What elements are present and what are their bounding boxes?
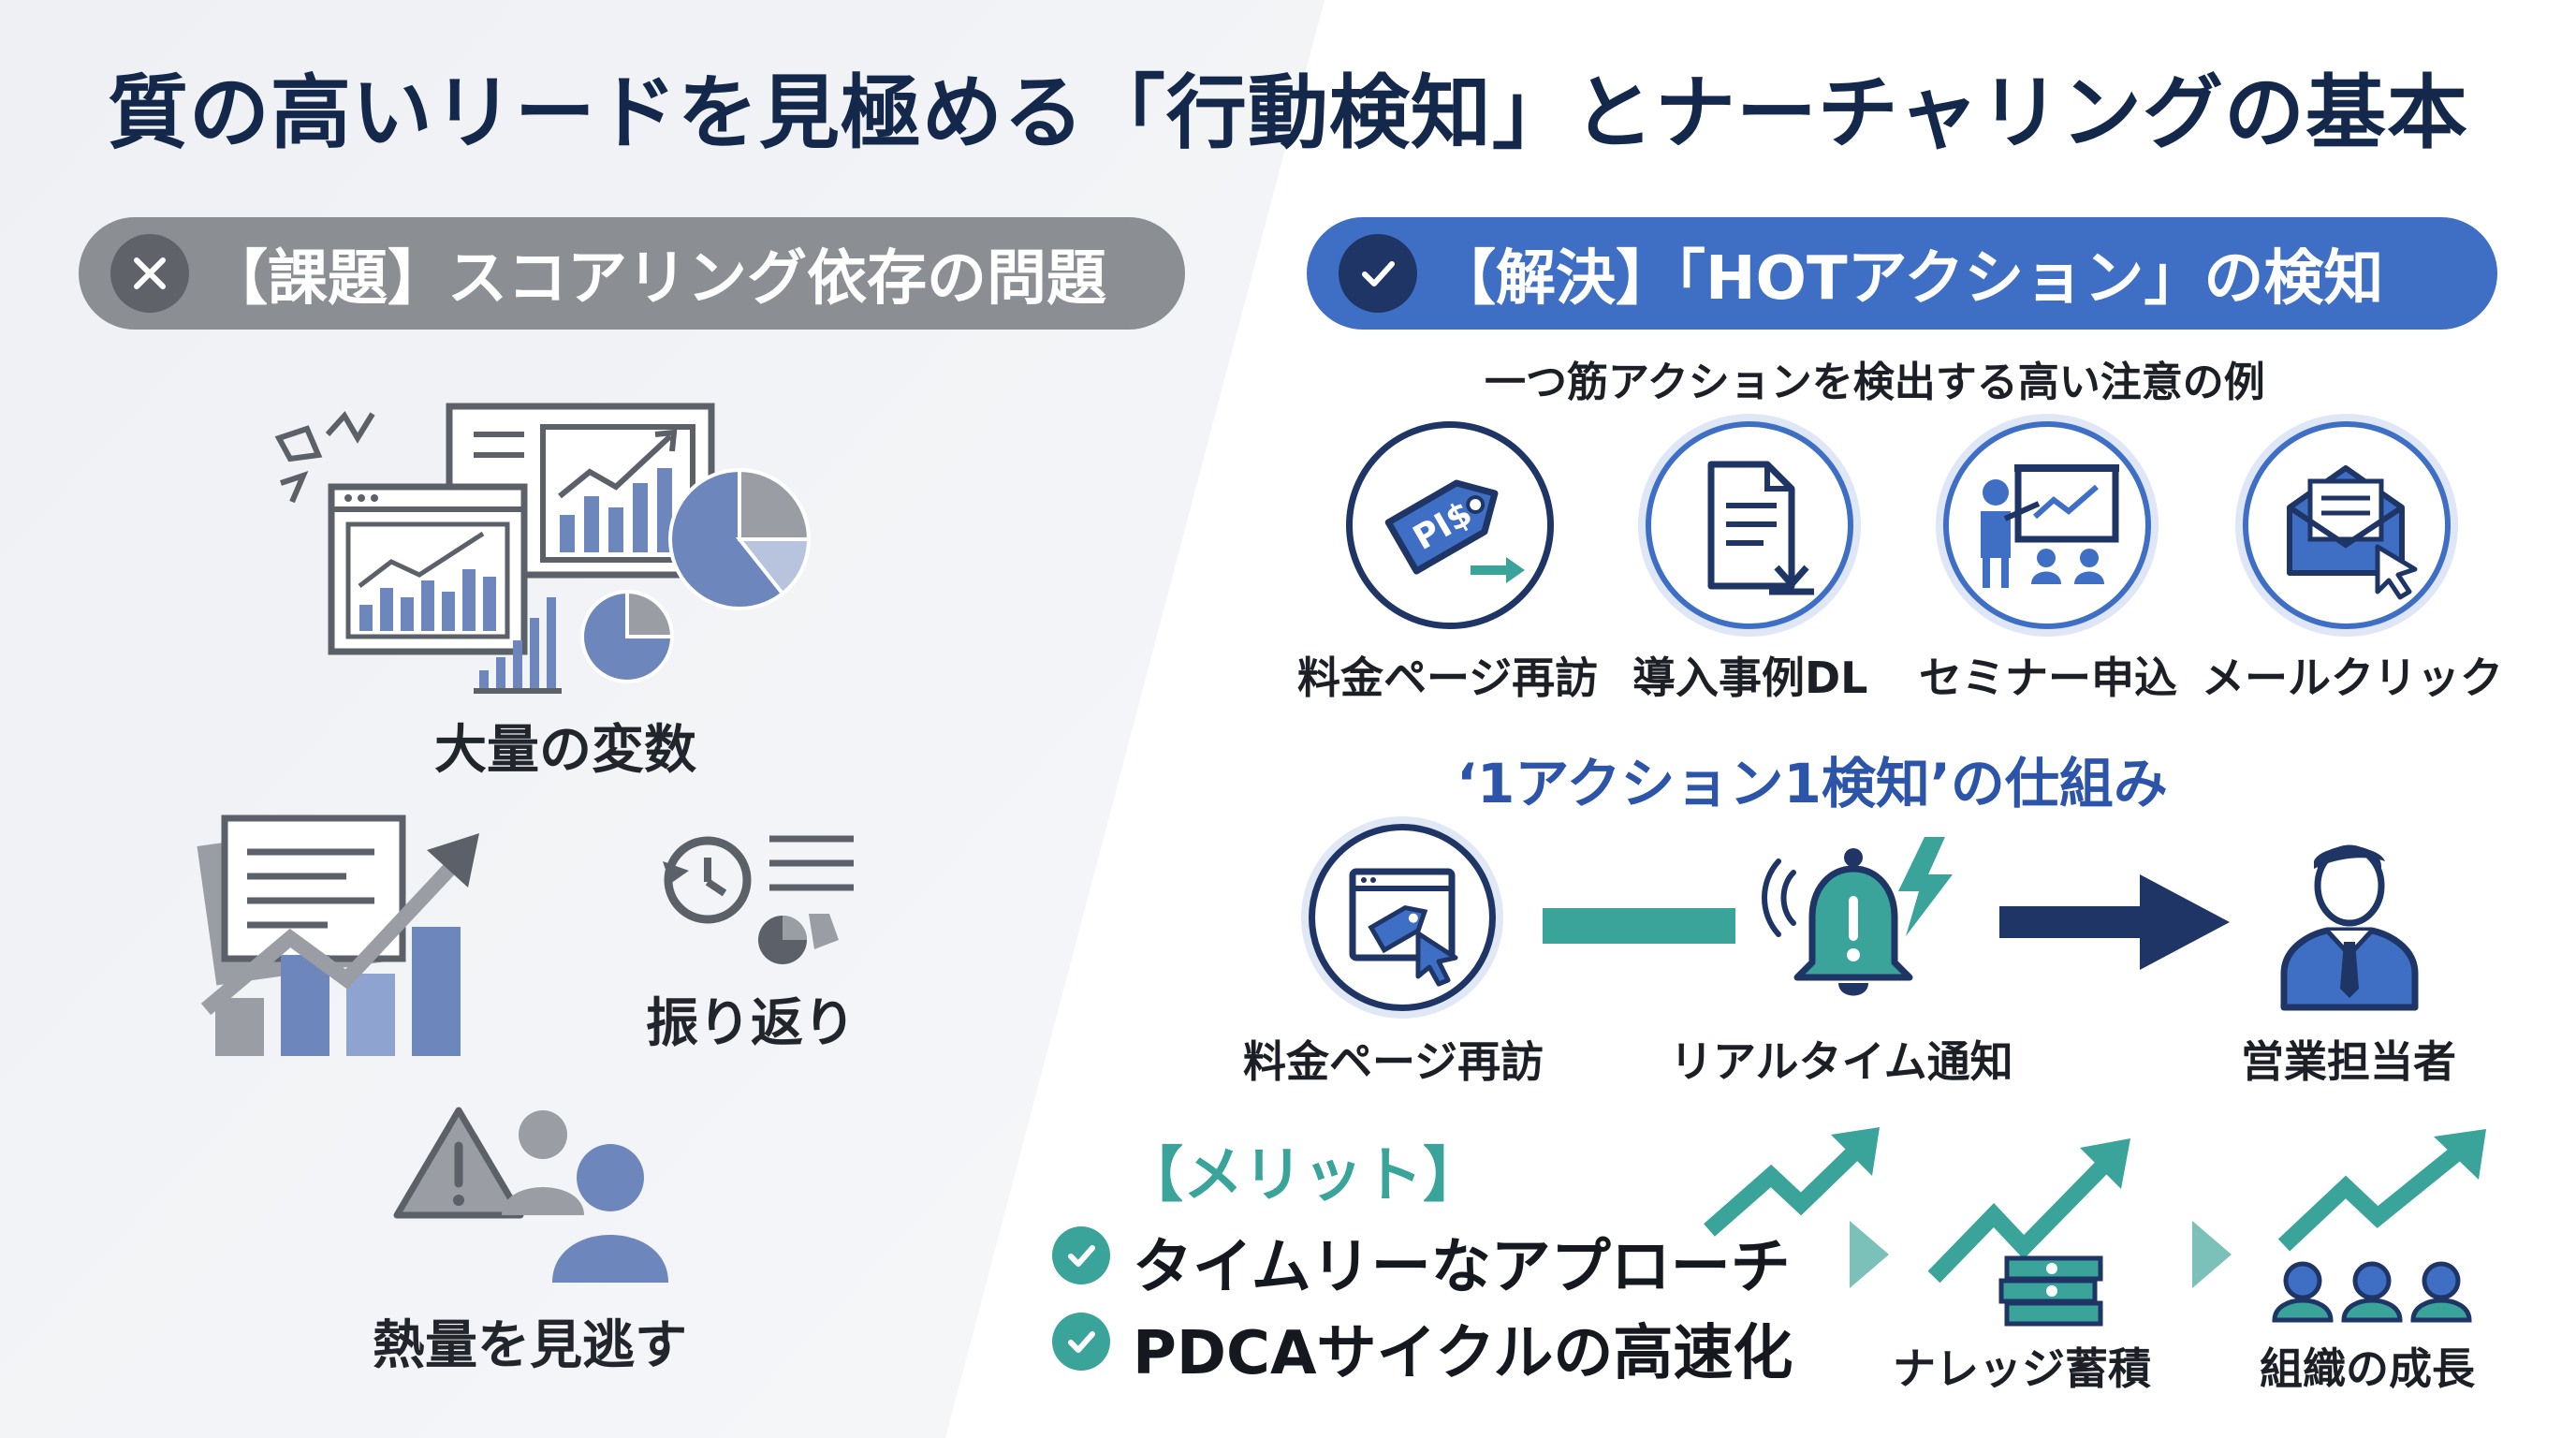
alarm-bell-icon	[1762, 837, 1953, 996]
label-variables: 大量の変数	[434, 720, 696, 781]
stage-chevron-icon	[1850, 1221, 1889, 1288]
price-tag-icon: PI$	[1384, 479, 1525, 583]
merit-item-timely: タイムリーなアプローチ	[1133, 1233, 1791, 1302]
stage-label-knowledge: ナレッジ蓄積	[1893, 1343, 2151, 1394]
solution-header: 【解決】「HOTアクション」の検知	[1307, 217, 2497, 330]
example-label-pricing: 料金ページ再訪	[1297, 653, 1599, 703]
check-circle-icon	[1052, 1313, 1110, 1371]
stage-chevron-icon	[2192, 1221, 2232, 1288]
email-click-icon	[2287, 465, 2418, 600]
check-icon	[1339, 234, 1417, 313]
browser-tag-click-icon	[1349, 868, 1458, 987]
example-pricing-circle: PI$	[1346, 421, 1554, 629]
check-circle-icon	[1052, 1226, 1110, 1284]
merit-title: 【メリット】	[1123, 1141, 1483, 1211]
problem-header: 【課題】スコアリング依存の問題	[79, 217, 1185, 330]
history-list-icon	[663, 835, 854, 964]
label-review: 振り返り	[646, 993, 856, 1054]
flow-connector-line	[1543, 908, 1735, 944]
knowledge-money-growth-icon	[1928, 1138, 2130, 1327]
stage-label-org-growth: 組織の成長	[2260, 1343, 2475, 1394]
example-label-case-study: 導入事例DL	[1632, 653, 1868, 703]
examples-title: 一つ筋アクションを検出する高い注意の例	[1485, 359, 2265, 406]
example-seminar-circle	[1943, 421, 2151, 629]
solution-header-text: 【解決】「HOTアクション」の検知	[1436, 244, 2384, 314]
example-label-seminar: セミナー申込	[1919, 653, 2177, 703]
problem-header-text: 【課題】スコアリング依存の問題	[208, 244, 1106, 314]
flow-label-notification: リアルタイム通知	[1670, 1036, 2013, 1087]
rising-arrow-icon	[1704, 1127, 1880, 1237]
merit-item-pdca: PDCAサイクルの高速化	[1133, 1319, 1793, 1388]
label-miss-enthusiasm: 熱量を見逃す	[373, 1315, 687, 1376]
example-email-click-circle	[2243, 421, 2451, 629]
flow-label-pricing: 料金ページ再訪	[1243, 1036, 1544, 1087]
example-label-email-click: メールクリック	[2202, 653, 2503, 703]
flow-arrow-icon	[1999, 874, 2230, 970]
seminar-presenter-icon	[1981, 464, 2119, 588]
close-icon	[110, 234, 189, 313]
documents-rising-chart-icon	[197, 814, 479, 1056]
left-panel-background	[0, 0, 1325, 1438]
flow-label-sales-rep: 営業担当者	[2241, 1036, 2456, 1087]
warning-people-icon	[393, 1107, 668, 1283]
sales-person-icon	[2280, 844, 2419, 1011]
example-case-study-circle	[1646, 421, 1853, 629]
document-download-icon	[1707, 461, 1814, 595]
flow-pricing-circle	[1309, 824, 1496, 1011]
page-title: 質の高いリードを見極める「行動検知」とナーチャリングの基本	[107, 66, 2469, 160]
organization-growth-icon	[2272, 1129, 2486, 1323]
dashboard-charts-icon	[274, 403, 812, 694]
mechanism-title: ‘1アクション1検知’の仕組み	[1456, 752, 2168, 815]
